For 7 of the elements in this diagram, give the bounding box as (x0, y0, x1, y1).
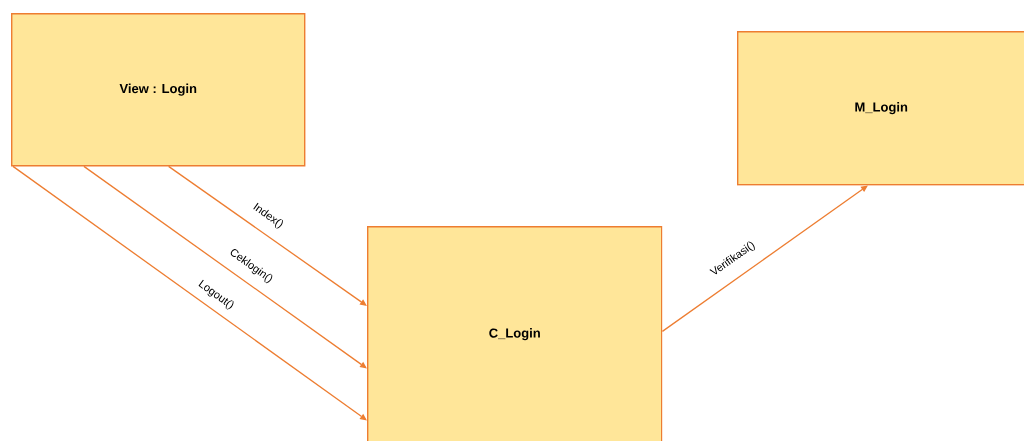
class-box: C_Login (367, 226, 663, 441)
arrow (12, 165, 367, 421)
arrow (83, 165, 367, 369)
arrow (661, 185, 868, 333)
class-box: View : Login (11, 13, 306, 167)
arrow (167, 165, 367, 306)
class-box: M_Login (737, 31, 1024, 186)
